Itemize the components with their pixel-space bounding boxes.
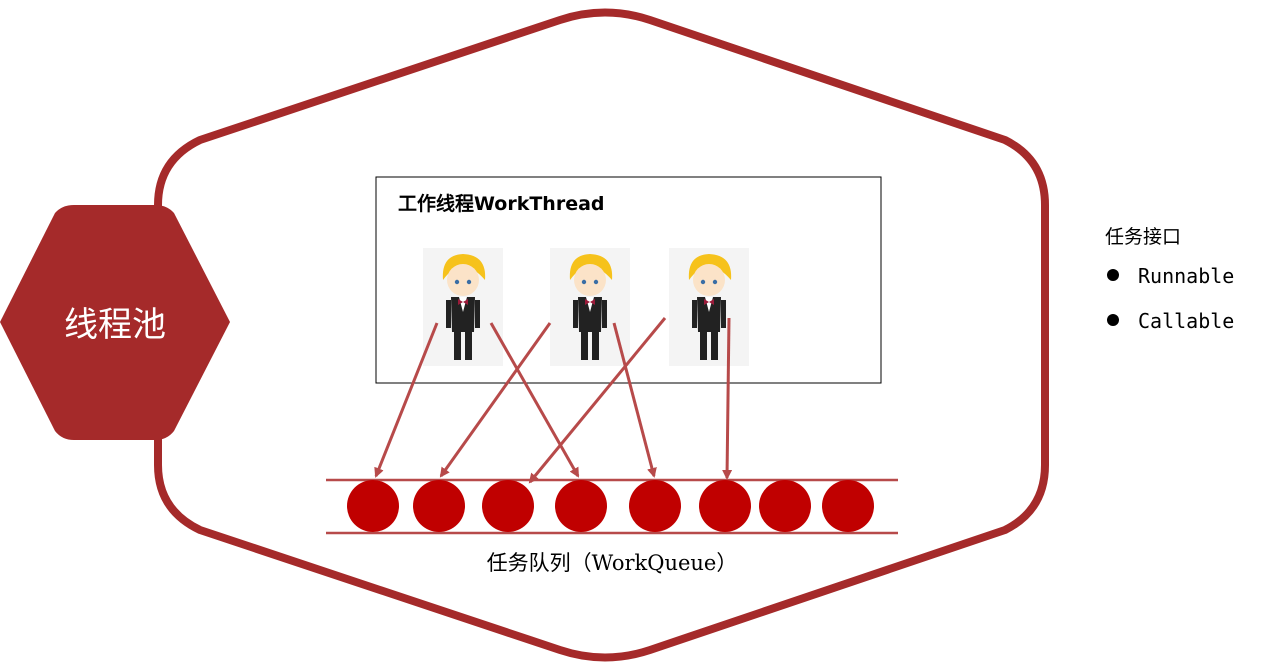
worker-figure [669,248,749,366]
dispatch-arrow [722,317,733,480]
task-circle [822,480,874,532]
task-circle [555,480,607,532]
pool-label: 线程池 [64,305,166,345]
pool-label-hexagon [0,205,230,440]
worker-box-title: 工作线程WorkThread [398,192,605,215]
arrows-group [374,317,733,484]
worker-figure [550,248,630,366]
queue-label: 任务队列（WorkQueue） [487,551,738,575]
dispatch-arrow [439,322,552,478]
workers-group [423,248,749,366]
dispatch-arrow [489,322,580,478]
bullet-callable [1107,314,1119,326]
interface-runnable: Runnable [1138,264,1234,288]
interface-callable: Callable [1138,309,1234,333]
dispatch-arrow [528,317,667,484]
bullet-runnable [1107,269,1119,281]
task-circle [413,480,465,532]
task-circle [347,480,399,532]
worker-figure [423,248,503,366]
task-circle [482,480,534,532]
dispatch-arrow [612,322,657,478]
tasks-group [347,480,874,532]
pool-outline [154,8,1049,662]
task-circle [759,480,811,532]
task-circle [699,480,751,532]
task-circle [629,480,681,532]
task-interfaces-title: 任务接口 [1105,226,1181,248]
dispatch-arrow [374,322,439,478]
